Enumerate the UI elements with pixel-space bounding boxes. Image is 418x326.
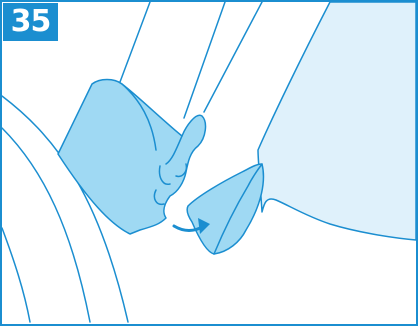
step-number: 35 bbox=[3, 3, 58, 41]
